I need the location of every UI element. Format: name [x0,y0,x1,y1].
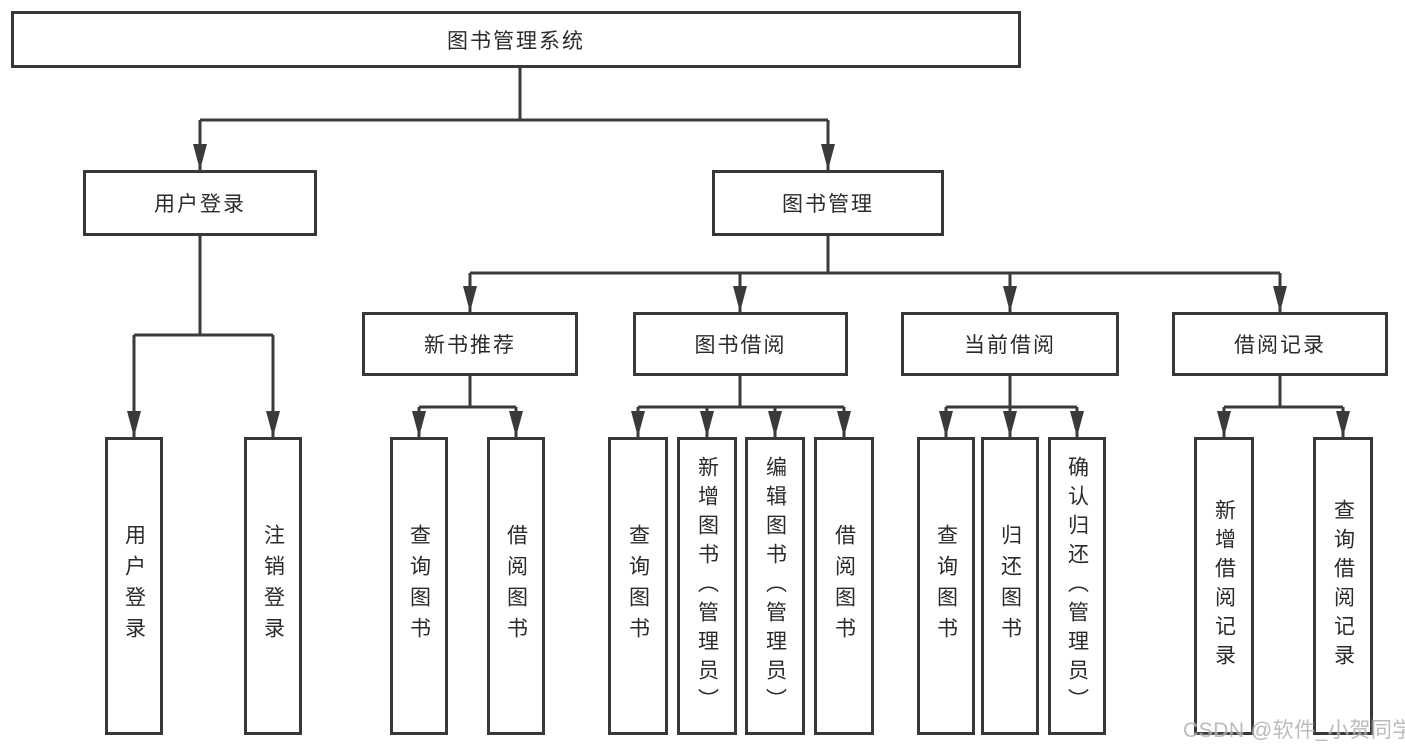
leaf-records-query: 查询借阅记录 [1313,437,1373,735]
arrowhead [1003,411,1017,437]
node-current-borrow-label: 当前借阅 [964,334,1056,357]
arrowhead [1273,286,1287,312]
leaf-newbooks-query: 查询图书 [390,437,448,735]
leaf-borrow-query-label: 查询图书 [626,524,650,648]
node-book-borrow-label: 图书借阅 [694,334,787,357]
leaf-borrow-query: 查询图书 [608,437,668,735]
leaf-borrow-borrow-label: 借阅图书 [832,524,856,648]
arrowhead [1003,286,1017,312]
leaf-current-confirm-admin: 确认归还（管理员） [1048,437,1106,735]
node-book-management: 图书管理 [712,170,944,236]
arrowhead [193,144,207,170]
arrowhead [1217,411,1231,437]
watermark-text: CSDN @软件_小贺同学 [1183,719,1405,742]
leaf-borrow-borrow: 借阅图书 [814,437,874,735]
node-book-management-label: 图书管理 [782,193,874,216]
arrowhead [631,411,645,437]
node-borrow-records: 借阅记录 [1172,312,1388,376]
leaf-user-login: 用户登录 [105,437,163,735]
leaf-current-query-label: 查询图书 [934,524,958,648]
leaf-records-add-label: 新增借阅记录 [1212,499,1236,673]
leaf-records-add: 新增借阅记录 [1194,437,1254,735]
arrowhead [266,411,280,437]
arrowhead [821,144,835,170]
leaf-newbooks-borrow: 借阅图书 [487,437,545,735]
leaf-current-query: 查询图书 [917,437,975,735]
node-book-borrow: 图书借阅 [633,312,848,376]
leaf-logout: 注销登录 [244,437,302,735]
arrowhead [700,411,714,437]
leaf-logout-label: 注销登录 [261,524,285,648]
leaf-borrow-add-admin: 新增图书（管理员） [677,437,737,735]
node-new-book-recommend-label: 新书推荐 [424,334,516,357]
leaf-user-login-label: 用户登录 [122,524,146,648]
node-user-login: 用户登录 [83,170,317,236]
arrowhead [412,411,426,437]
leaf-current-confirm-admin-label: 确认归还（管理员） [1065,455,1089,717]
arrowhead [463,286,477,312]
node-new-book-recommend: 新书推荐 [362,312,578,376]
arrowhead [733,286,747,312]
leaf-newbooks-query-label: 查询图书 [407,524,431,648]
node-current-borrow: 当前借阅 [901,312,1119,376]
arrowhead [509,411,523,437]
leaf-records-query-label: 查询借阅记录 [1331,499,1355,673]
arrowhead [768,411,782,437]
leaf-borrow-edit-admin-label: 编辑图书（管理员） [763,455,787,717]
leaf-current-return-label: 归还图书 [998,524,1022,648]
arrowhead [127,411,141,437]
node-root-label: 图书管理系统 [447,29,585,53]
arrowhead [939,411,953,437]
arrowhead [1336,411,1350,437]
leaf-borrow-add-admin-label: 新增图书（管理员） [695,455,719,717]
arrowhead [837,411,851,437]
leaf-current-return: 归还图书 [981,437,1039,735]
node-root: 图书管理系统 [11,11,1021,68]
leaf-newbooks-borrow-label: 借阅图书 [504,524,528,648]
node-user-login-label: 用户登录 [154,193,246,216]
leaf-borrow-edit-admin: 编辑图书（管理员） [745,437,805,735]
arrowhead [1070,411,1084,437]
node-borrow-records-label: 借阅记录 [1234,334,1326,357]
